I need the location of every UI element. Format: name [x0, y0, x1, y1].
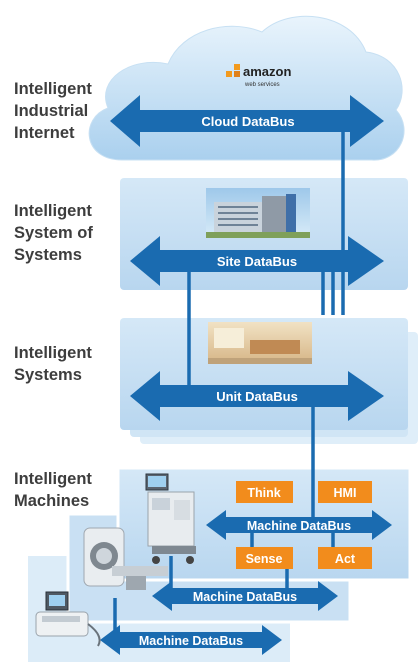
- machine-databus-label-1: Machine DataBus: [247, 519, 351, 533]
- unit-databus-label: Unit DataBus: [216, 389, 298, 404]
- machine-databus-label-2: Machine DataBus: [193, 590, 297, 604]
- machine-databus-arrow-1: Machine DataBus: [206, 510, 392, 540]
- cloud-databus-arrow: Cloud DataBus: [110, 95, 384, 147]
- label-system-of-systems: Intelligent System of Systems: [14, 202, 93, 264]
- hospital-building-image: [206, 188, 310, 238]
- think-box: Think: [236, 481, 293, 503]
- hmi-box: HMI: [318, 481, 372, 503]
- unit-databus-arrow: Unit DataBus: [130, 371, 384, 421]
- sense-label: Sense: [246, 552, 283, 566]
- amazon-logo-text: amazon: [243, 64, 291, 79]
- label-intelligent-systems: Intelligent Systems: [14, 344, 92, 384]
- think-label: Think: [247, 486, 280, 500]
- hospital-room-image: [208, 322, 312, 364]
- act-box: Act: [318, 547, 372, 569]
- label-industrial-internet: Intelligent Industrial Internet: [14, 80, 92, 142]
- amazon-logo-subtext: web services: [244, 82, 280, 88]
- machine-databus-arrow-2: Machine DataBus: [152, 581, 338, 611]
- site-databus-arrow: Site DataBus: [130, 236, 384, 286]
- anesthesia-machine-image: [145, 473, 196, 564]
- label-intelligent-machines: Intelligent Machines: [14, 470, 92, 510]
- machine-databus-arrow-3: Machine DataBus: [100, 625, 282, 655]
- ct-scanner-image: [83, 527, 168, 590]
- hmi-label: HMI: [334, 486, 357, 500]
- ultrasound-device-image: [35, 591, 101, 647]
- amazon-logo: amazon web services: [226, 64, 291, 88]
- site-databus-label: Site DataBus: [217, 254, 297, 269]
- cloud-databus-label: Cloud DataBus: [201, 114, 294, 129]
- sense-box: Sense: [236, 547, 293, 569]
- machine-databus-label-3: Machine DataBus: [139, 634, 243, 648]
- act-label: Act: [335, 552, 356, 566]
